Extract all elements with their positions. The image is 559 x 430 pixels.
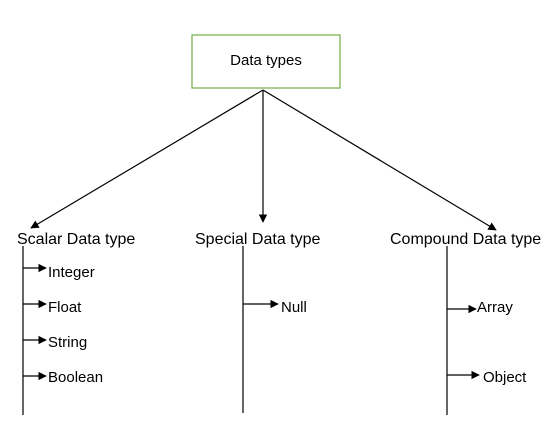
item-label-float: Float (48, 299, 82, 316)
category-label-scalar: Scalar Data type (17, 231, 135, 248)
root-node-box (191, 34, 341, 89)
branch-arrow-compound (262, 89, 497, 231)
category-compound: Compound Data type Array Object (390, 231, 541, 415)
category-label-compound: Compound Data type (390, 231, 541, 248)
item-label-object: Object (483, 369, 527, 386)
item-label-string: String (48, 334, 87, 351)
item-label-integer: Integer (48, 264, 95, 281)
root-node: Data types (191, 34, 341, 89)
item-label-null: Null (281, 299, 307, 316)
category-label-special: Special Data type (195, 231, 321, 248)
branch-arrow-scalar (30, 89, 264, 229)
root-node-label: Data types (230, 52, 302, 69)
item-label-boolean: Boolean (48, 369, 103, 386)
category-scalar: Scalar Data type Integer Float String Bo… (17, 231, 135, 415)
item-label-array: Array (477, 299, 513, 316)
category-special: Special Data type Null (195, 231, 321, 413)
root-branches (30, 89, 497, 231)
